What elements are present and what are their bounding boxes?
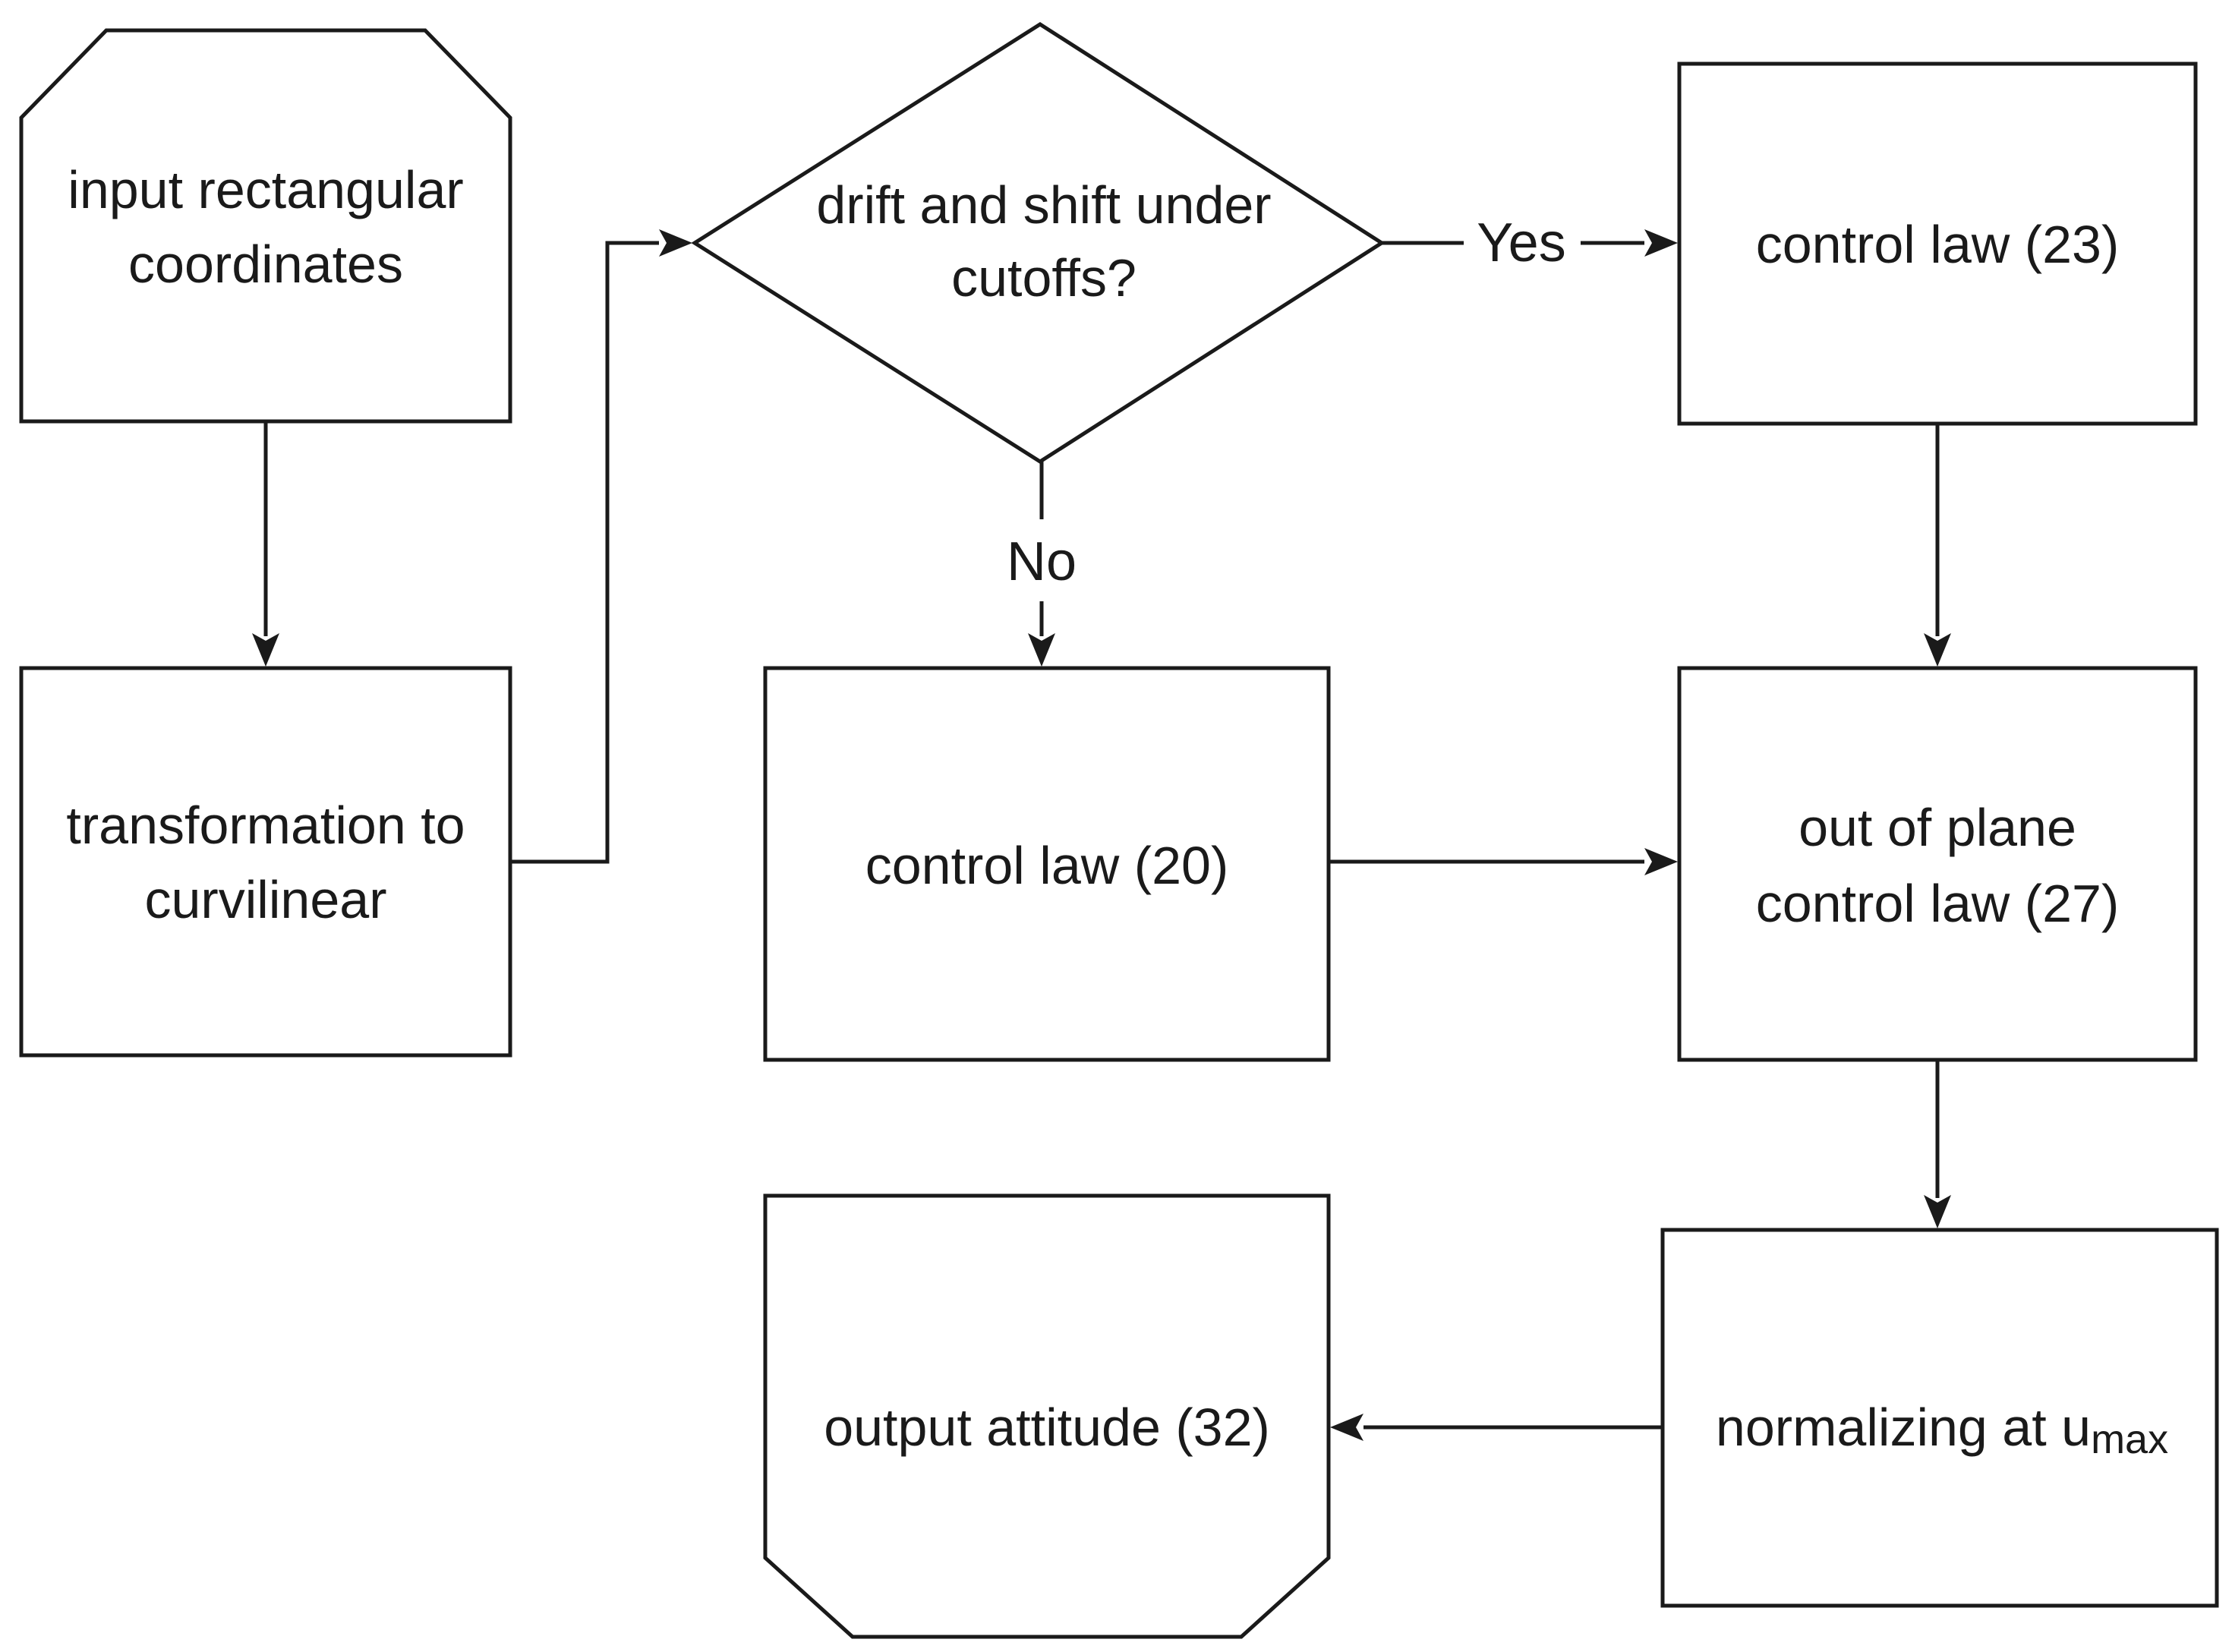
node-decision-cutoffs: drift and shift under cutoffs? xyxy=(691,22,1386,464)
process-shape xyxy=(763,666,1331,1062)
edge-label-no: No xyxy=(1007,531,1077,592)
edge-outofplane-to-normalizing xyxy=(1924,1060,1951,1228)
process-shape xyxy=(1677,61,2198,426)
edge-label-yes: Yes xyxy=(1477,213,1565,273)
terminator-shape xyxy=(19,28,512,424)
edge-transformation-to-decision xyxy=(510,229,692,864)
process-shape xyxy=(19,666,512,1058)
node-out-of-plane-label-line2: control law (27) xyxy=(1756,874,2120,933)
arrowhead-down-icon xyxy=(1028,633,1055,667)
decision-diamond-shape xyxy=(691,22,1386,464)
arrowhead-down-icon xyxy=(252,633,279,667)
arrowhead-right-icon xyxy=(659,229,692,257)
node-output-attitude: output attitude (32) xyxy=(763,1193,1331,1639)
node-out-of-plane: out of plane control law (27) xyxy=(1677,666,2198,1062)
arrowhead-left-icon xyxy=(1330,1414,1363,1441)
edge-input-to-transformation xyxy=(252,421,279,667)
node-transformation-label-line1: transformation to xyxy=(66,796,465,855)
node-input-label-line1: input rectangular xyxy=(68,160,463,219)
arrowhead-down-icon xyxy=(1924,633,1951,667)
edge-normalizing-to-output xyxy=(1330,1414,1663,1441)
node-normalizing-label: normalizing at umax xyxy=(1716,1398,2168,1462)
edge-decision-yes-to-control23: Yes xyxy=(1382,213,1678,273)
node-transformation: transformation to curvilinear xyxy=(19,666,512,1058)
edge-decision-no-to-control20: No xyxy=(1007,462,1077,667)
node-control-law-20: control law (20) xyxy=(763,666,1331,1062)
node-transformation-label-line2: curvilinear xyxy=(145,870,387,929)
node-out-of-plane-label-line1: out of plane xyxy=(1799,798,2076,857)
node-decision-label-line2: cutoffs? xyxy=(951,248,1136,307)
node-normalizing-label-subscript: max xyxy=(2091,1417,2168,1462)
node-control-law-20-label: control law (20) xyxy=(865,836,1229,895)
node-control-law-23-label: control law (23) xyxy=(1756,215,2120,274)
node-output-attitude-label: output attitude (32) xyxy=(824,1398,1270,1457)
process-shape xyxy=(1660,1228,2219,1608)
node-control-law-23: control law (23) xyxy=(1677,61,2198,426)
edge-elbow-line xyxy=(510,241,659,864)
node-input-coordinates: input rectangular coordinates xyxy=(19,28,512,424)
edge-control20-to-outofplane xyxy=(1329,848,1678,875)
arrowhead-right-icon xyxy=(1644,229,1678,257)
node-normalizing: normalizing at umax xyxy=(1660,1228,2219,1608)
node-normalizing-label-main: normalizing at u xyxy=(1716,1398,2091,1457)
arrowhead-down-icon xyxy=(1924,1195,1951,1228)
process-shape xyxy=(1677,666,2198,1062)
node-decision-label-line1: drift and shift under xyxy=(816,175,1271,235)
terminator-shape xyxy=(763,1193,1331,1639)
node-input-label-line2: coordinates xyxy=(128,235,403,294)
arrowhead-right-icon xyxy=(1644,848,1678,875)
edge-control23-to-outofplane xyxy=(1924,424,1951,667)
